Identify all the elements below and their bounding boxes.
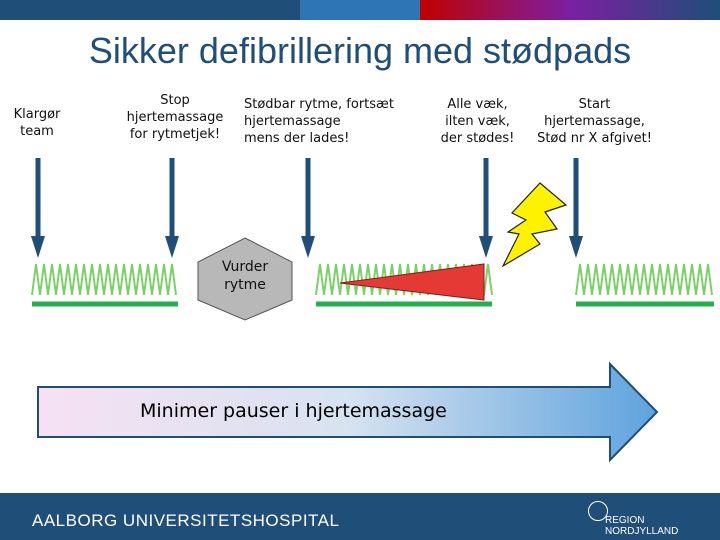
down-arrow (165, 158, 179, 258)
region-logo-icon (588, 501, 608, 521)
lightning-bolt-icon (501, 182, 568, 268)
charge-wedge (339, 263, 485, 301)
decision-hexagon (197, 237, 293, 321)
ecg-segment (575, 263, 714, 307)
top-bar-segment (0, 0, 300, 20)
footer: AALBORG UNIVERSITETSHOSPITAL REGION NORD… (0, 493, 720, 540)
timeline-arrow-label: Minimer pauser i hjertemassage (140, 400, 447, 422)
step-label-alle-vaek: Alle væk, ilten væk, der stødes! (440, 97, 515, 146)
step-label-stop: Stop hjertemassage for rytmetjek! (126, 93, 224, 142)
top-bar-segment (420, 0, 720, 20)
page-title: Sikker defibrillering med stødpads (88, 30, 632, 71)
down-arrow (479, 158, 493, 258)
step-label-start: Start hjertemassage, Stød nr X afgivet! (537, 97, 652, 146)
top-bar (0, 0, 720, 20)
timeline-arrow (37, 361, 659, 463)
down-arrow (569, 158, 583, 258)
footer-hospital-name: AALBORG UNIVERSITETSHOSPITAL (32, 511, 340, 530)
down-arrow (31, 158, 45, 258)
decision-label: Vurder rytme (221, 259, 269, 293)
footer-region-name: REGION NORDJYLLAND (605, 515, 679, 537)
step-label-stoedbar: Stødbar rytme, fortsæt hjertemassage men… (244, 97, 394, 146)
top-bar-segment (300, 0, 420, 20)
step-label-klargoer: Klargør team (13, 107, 61, 139)
down-arrow (301, 158, 315, 258)
ecg-segment (31, 263, 178, 307)
